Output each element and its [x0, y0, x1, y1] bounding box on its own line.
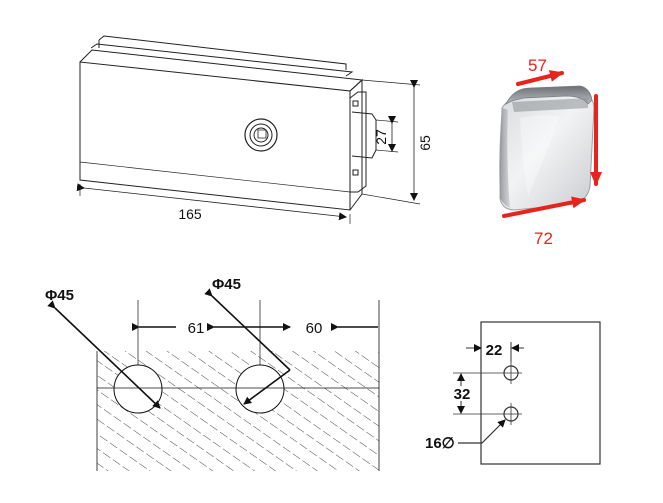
latch-plate — [351, 111, 377, 159]
clamp-dimension-arrows — [502, 70, 602, 218]
lock-cylinder — [244, 118, 278, 152]
hole-pattern-plate — [480, 321, 601, 465]
clamp-photo — [499, 85, 595, 211]
cutout-hole-right — [235, 364, 285, 414]
cutout-right-spacing-label: 60 — [306, 320, 323, 337]
hole-diameter-label: 16∅ — [425, 435, 455, 452]
glass-cutout-drawing — [47, 288, 380, 471]
hole-pattern-drawing — [453, 321, 601, 465]
bottom-width-arrow — [502, 196, 586, 218]
lock-slot-label: 27 — [373, 129, 389, 145]
clamp-bottom-label: 72 — [534, 229, 553, 248]
lock-width-label: 165 — [178, 206, 202, 222]
top-width-arrow — [516, 70, 564, 86]
hole-pattern-horizontal-label: 22 — [486, 342, 503, 359]
clamp-top-label: 57 — [528, 56, 547, 75]
cutout-left-spacing-label: 61 — [188, 320, 205, 337]
lock-side-block — [349, 78, 363, 211]
hole-top — [500, 362, 522, 384]
cutout-right-diameter-label: Φ45 — [212, 276, 241, 293]
hole-bottom — [500, 403, 522, 425]
lock-height-label: 65 — [417, 135, 433, 151]
cutout-left-diameter-label: Φ45 — [45, 287, 74, 304]
lock-top-rail — [98, 35, 347, 70]
hole-pattern-vertical-label: 32 — [454, 386, 471, 403]
lock-drawing — [76, 35, 421, 224]
cutout-hole-left — [113, 364, 163, 414]
